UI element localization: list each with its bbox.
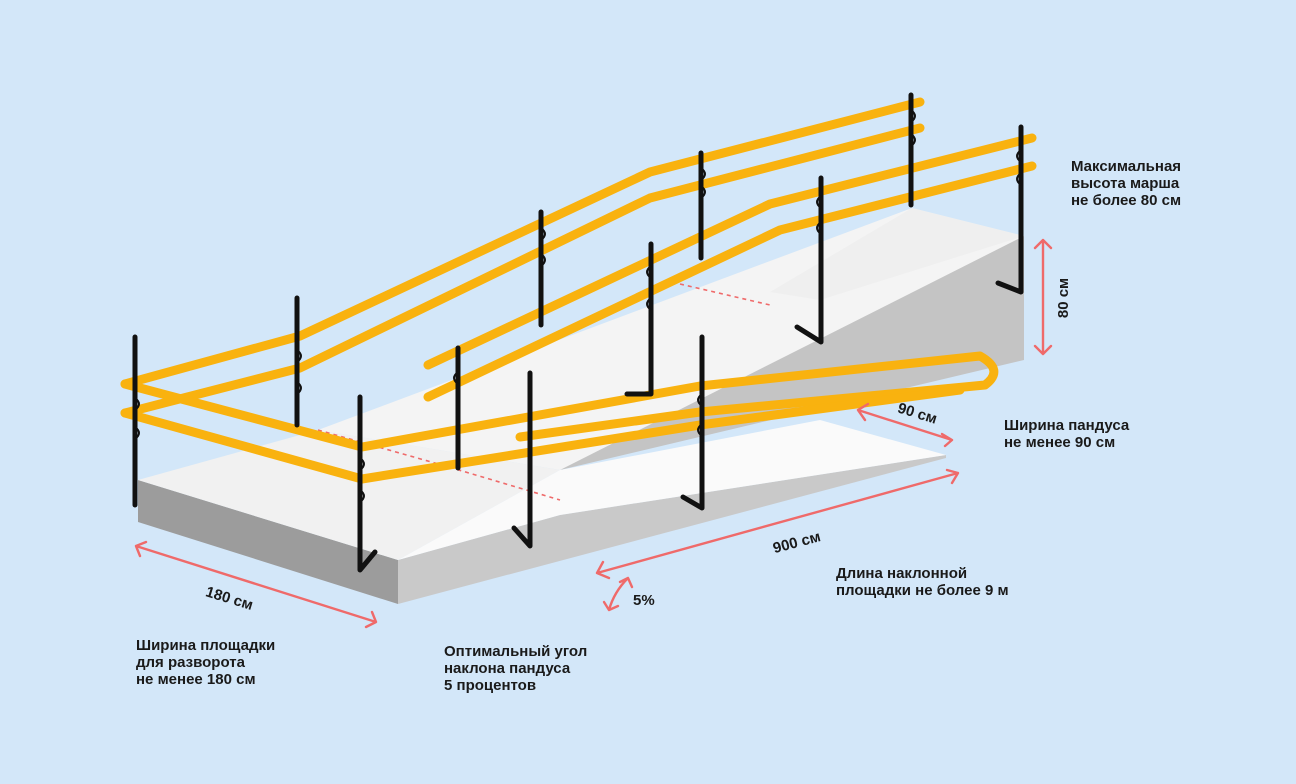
width-arrow	[856, 402, 954, 448]
back-rail-bottom	[120, 123, 925, 418]
height-arrow	[1033, 238, 1053, 356]
slope-arrow	[602, 576, 634, 612]
landing-side-right	[398, 455, 946, 604]
post-inner-3	[794, 175, 824, 345]
note-optimal-angle: Оптимальный угол наклона пандуса 5 проце…	[444, 643, 588, 694]
landing-side-front	[138, 480, 398, 604]
post-inner-2	[624, 241, 654, 397]
lower-ramp-top	[398, 420, 946, 560]
note-ramp-length: Длина наклонной площадки не более 9 м	[836, 565, 1009, 599]
post-inner-4	[995, 124, 1024, 295]
platform-arrow	[134, 540, 378, 629]
note-platform-width: Ширина площадки для разворота не менее 1…	[136, 637, 276, 688]
length-dim-label: 900 см	[771, 528, 822, 557]
rail-brackets	[134, 109, 1022, 503]
post-landing-front	[357, 394, 378, 573]
dimension-lines	[134, 238, 1053, 629]
platform-dim-label: 180 см	[204, 583, 255, 613]
slope-dim-label: 5%	[633, 592, 655, 609]
note-ramp-width: Ширина пандуса не менее 90 см	[1004, 417, 1130, 451]
landing-rail-top	[120, 351, 999, 452]
back-rail-top	[120, 97, 925, 389]
upper-platform-top	[770, 208, 1024, 300]
post-lower-1	[511, 370, 533, 549]
inner-rail-bottom	[423, 161, 1037, 402]
height-dim-label: 80 см	[1055, 278, 1072, 318]
note-max-height: Максимальная высота марша не более 80 см	[1071, 158, 1182, 209]
length-arrow	[595, 468, 960, 580]
